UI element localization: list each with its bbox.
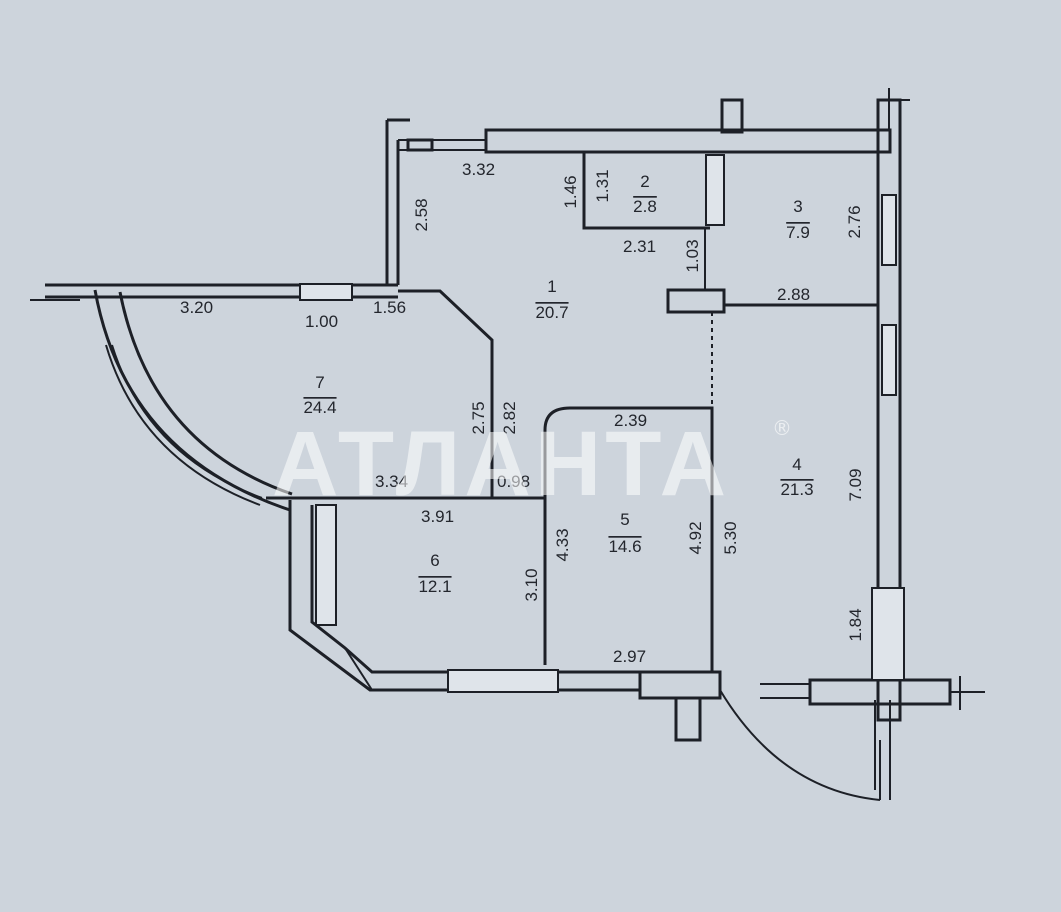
room-1-area: 20.7 (535, 303, 568, 322)
room-2-area: 2.8 (633, 197, 657, 216)
room-4-number: 4 (792, 455, 801, 474)
dim-label: 2.31 (623, 237, 656, 256)
dim-label: 4.92 (686, 521, 705, 554)
room-3-number: 3 (793, 197, 802, 216)
dim-label: 1.56 (373, 298, 406, 317)
room-5-area: 14.6 (608, 537, 641, 556)
dim-label: 2.39 (614, 411, 647, 430)
dim-label: 5.30 (721, 521, 740, 554)
dim-label: 3.10 (522, 568, 541, 601)
dim-label: 2.58 (412, 198, 431, 231)
dim-label: 3.91 (421, 507, 454, 526)
room-4-area: 21.3 (780, 480, 813, 499)
room-1-number: 1 (547, 277, 556, 296)
dim-label: 2.75 (469, 401, 488, 434)
dim-label: 3.20 (180, 298, 213, 317)
room-5-number: 5 (620, 510, 629, 529)
dim-label: 3.34 (375, 472, 408, 491)
room-6-number: 6 (430, 551, 439, 570)
room-2-number: 2 (640, 172, 649, 191)
partitions (266, 152, 878, 672)
dim-label: 1.31 (593, 169, 612, 202)
dim-label: 2.82 (500, 401, 519, 434)
dim-label: 2.76 (845, 205, 864, 238)
room-6-area: 12.1 (418, 577, 451, 596)
room-7-area: 24.4 (303, 398, 336, 417)
dim-label: 4.33 (553, 528, 572, 561)
dim-label: 3.32 (462, 160, 495, 179)
room-labels: 1 20.7 2 2.8 3 7.9 4 21.3 5 14.6 6 12.1 … (303, 172, 813, 596)
dim-label: 0.98 (497, 472, 530, 491)
watermark: АТЛАНТА ® (272, 413, 792, 515)
dim-label: 1.03 (683, 239, 702, 272)
dim-label: 1.46 (561, 175, 580, 208)
dim-label: 2.97 (613, 647, 646, 666)
room-3-area: 7.9 (786, 223, 810, 242)
dim-label: 7.09 (846, 468, 865, 501)
dimension-labels: 3.32 2.58 1.46 1.31 2.31 1.03 2.76 2.88 … (180, 160, 865, 666)
dim-label: 2.88 (777, 285, 810, 304)
walls (30, 88, 985, 801)
windows (299, 154, 905, 681)
registered-mark: ® (772, 416, 792, 440)
watermark-logo-text: АТЛАНТА (272, 413, 730, 515)
room-7-number: 7 (315, 373, 324, 392)
dim-label: 1.00 (305, 312, 338, 331)
dim-label: 1.84 (846, 608, 865, 641)
